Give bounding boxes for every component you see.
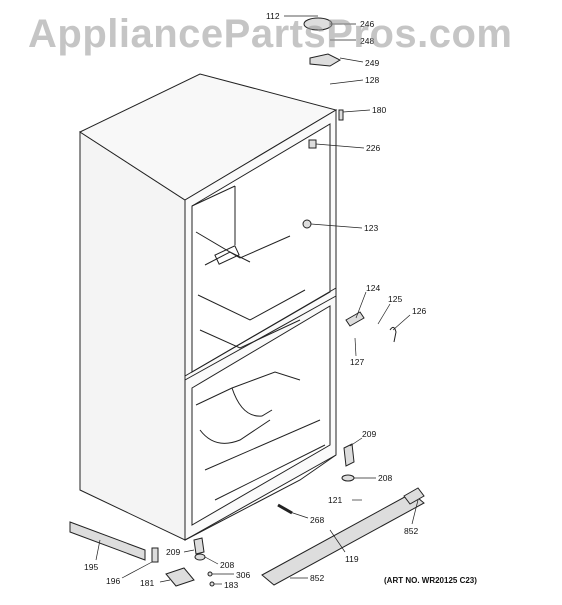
callout-112: 112 <box>266 11 280 21</box>
art-number-label: (ART NO. WR20125 C23) <box>384 576 477 585</box>
callout-209-lower: 209 <box>166 547 180 557</box>
part-208-leveler-lower <box>194 553 206 561</box>
part-208-leveler <box>341 474 355 482</box>
part-123-plug <box>302 219 312 229</box>
part-249-hinge <box>309 53 342 67</box>
part-124-hinge <box>345 311 365 327</box>
part-246-cover <box>303 17 333 31</box>
callout-248: 248 <box>360 36 374 46</box>
part-306-screw <box>207 571 213 577</box>
part-119-grille <box>261 492 425 586</box>
callout-226: 226 <box>366 143 380 153</box>
callout-180: 180 <box>372 105 386 115</box>
callout-208: 208 <box>378 473 392 483</box>
callout-208-lower: 208 <box>220 560 234 570</box>
part-196-tab <box>151 547 159 563</box>
callout-246: 246 <box>360 19 374 29</box>
callout-268: 268 <box>310 515 324 525</box>
part-209-bracket <box>343 443 355 467</box>
callout-852: 852 <box>404 526 418 536</box>
part-209-bracket-lower <box>193 537 205 555</box>
callout-306: 306 <box>236 570 250 580</box>
callout-123: 123 <box>364 223 378 233</box>
callout-196: 196 <box>106 576 120 586</box>
part-195-kickplate <box>69 521 146 561</box>
part-268-tube <box>277 503 293 515</box>
callout-126: 126 <box>412 306 426 316</box>
part-183-screw <box>209 581 215 587</box>
callout-181: 181 <box>140 578 154 588</box>
callout-119: 119 <box>345 554 359 564</box>
callout-121: 121 <box>328 495 342 505</box>
part-126-spring <box>389 326 397 343</box>
part-226-clip <box>308 139 317 149</box>
part-852-cap <box>403 487 425 505</box>
callout-125: 125 <box>388 294 402 304</box>
freezer-opening <box>191 305 331 526</box>
part-181-roller <box>165 567 195 587</box>
part-180-bracket <box>338 109 344 121</box>
callout-124: 124 <box>366 283 380 293</box>
callout-852-lower: 852 <box>310 573 324 583</box>
callout-195: 195 <box>84 562 98 572</box>
callout-128: 128 <box>365 75 379 85</box>
callout-127: 127 <box>350 357 364 367</box>
callout-209: 209 <box>362 429 376 439</box>
callout-183: 183 <box>224 580 238 590</box>
callout-249: 249 <box>365 58 379 68</box>
cabinet-side-panel <box>79 131 186 541</box>
